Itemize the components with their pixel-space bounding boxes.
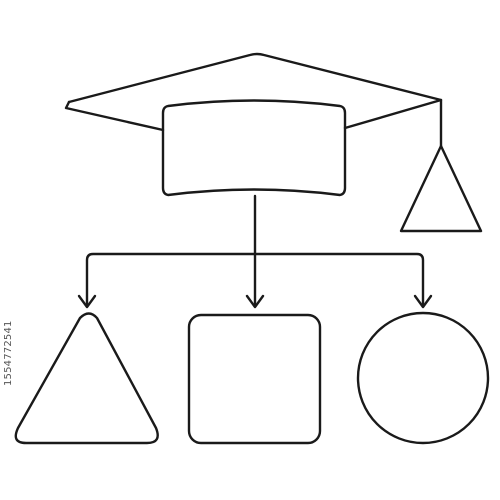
graduation-cap-board-icon <box>67 52 443 130</box>
rounded-square-shape-icon <box>187 313 322 445</box>
arrowhead-right <box>413 294 433 309</box>
graduation-cap-body-icon <box>161 99 347 197</box>
graduation-cap-board-left-edge <box>64 100 165 132</box>
connector-bar-left <box>85 252 257 308</box>
circle-shape-icon <box>356 311 490 445</box>
triangle-shape-icon <box>14 312 159 445</box>
stock-id-watermark: 1554772541 <box>3 320 14 386</box>
arrowhead-left <box>77 294 97 309</box>
connector-bar-right <box>253 252 425 308</box>
tassel-triangle-icon <box>399 144 483 233</box>
arrowhead-center <box>245 294 265 309</box>
